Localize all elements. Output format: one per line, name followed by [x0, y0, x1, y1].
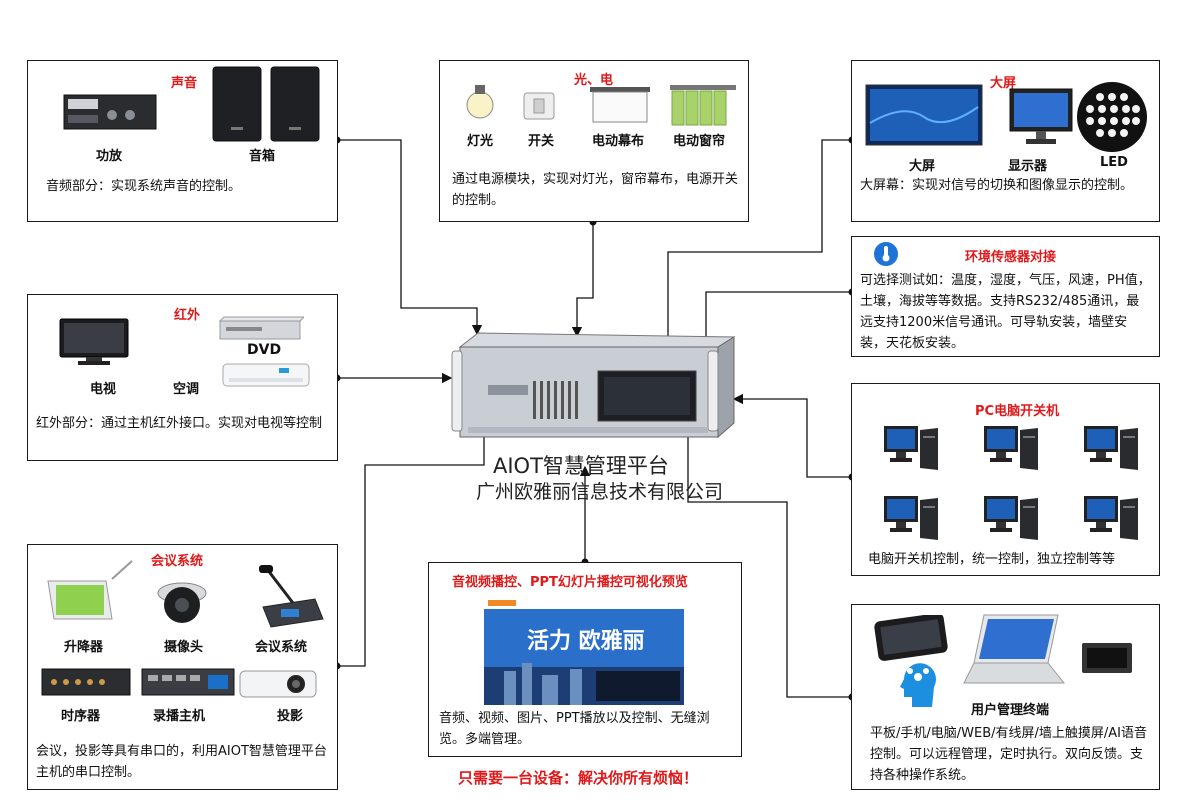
speaker-icon [212, 66, 320, 142]
camera-icon [157, 582, 207, 623]
panel-desc: 可选择测试如：温度，湿度，气压，风速，PH值，土壤，海拔等等数据。支持RS232… [860, 273, 1151, 351]
panel-ir: 红外 电视 DVD 空调 红外部分：通过主机红外接口。实现对电视等控制 [27, 294, 338, 461]
thermometer-icon [874, 242, 898, 266]
tv-icon [59, 318, 129, 365]
panel-pc: PC电脑开关机 电脑开关机控制，统一控制，独立控制等等 [851, 383, 1160, 576]
label-switch: 开关 [528, 134, 555, 149]
label-sequencer: 时序器 [61, 709, 101, 724]
link-sensor [700, 291, 852, 355]
server-chassis-icon [451, 332, 736, 439]
panel-desc: 音频部分：实现系统声音的控制。 [46, 179, 242, 194]
label-recorder: 录播主机 [153, 709, 206, 724]
projection-screen-icon [590, 87, 650, 123]
recorder-icon [141, 668, 235, 696]
pc-computer-icon [884, 496, 938, 540]
monitor-icon [1009, 88, 1073, 144]
link-pc [732, 393, 852, 478]
touch-panel-icon [1082, 643, 1132, 673]
panel-title: 光、电 [574, 73, 614, 88]
link-screen [662, 139, 852, 347]
label-amplifier: 功放 [96, 149, 123, 164]
tablet-icon [874, 615, 948, 661]
label-led: LED [1100, 155, 1128, 170]
panel-sound: 声音 功放 音箱 音频部分：实现系统声音的控制。 [27, 60, 338, 222]
link-light [571, 222, 594, 338]
pc-computer-icon [984, 496, 1038, 540]
big-screen-icon [865, 84, 983, 146]
label-camera: 摄像头 [164, 640, 204, 655]
label-tv: 电视 [90, 382, 117, 397]
panel-meeting: 会议系统 升降器 摄像头 会议系统 时序器 录播主机 投影 会议，投影等具有串口… [27, 544, 338, 790]
panel-desc: 大屏幕：实现对信号的切换和图像显示的控制。 [860, 178, 1134, 193]
label-curtain: 电动窗帘 [673, 134, 726, 149]
panel-desc: 平板/手机/电脑/WEB/有线屏/墙上触摸屏/AI语音控制。可以远程管理，定时执… [870, 726, 1147, 783]
conference-mic-icon [259, 565, 324, 628]
panel-desc: 红外部分：通过主机红外接口。实现对电视等控制 [36, 416, 323, 431]
light-bulb-icon [466, 85, 494, 119]
label-conference-system: 会议系统 [255, 640, 308, 655]
pc-computer-icon [984, 426, 1038, 470]
pc-computer-icon [884, 426, 938, 470]
label-monitor: 显示器 [1008, 159, 1048, 174]
switch-icon [523, 92, 555, 120]
panel-desc: 会议，投影等具有串口的，利用AIOT智慧管理平台主机的串口控制。 [36, 744, 327, 780]
led-icon [1077, 82, 1147, 152]
link-sound [337, 139, 483, 336]
lifter-icon [47, 560, 133, 620]
company-name: 广州欧雅丽信息技术有限公司 [476, 481, 724, 503]
link-terminal [682, 423, 852, 698]
pc-computer-icon [1084, 496, 1138, 540]
panel-media: 音视频播控、PPT幻灯片播控可视化预览 活力 欧雅丽 音频、视频、图片、PPT播… [428, 562, 742, 757]
panel-title: 环境传感器对接 [965, 250, 1057, 265]
panel-title: PC电脑开关机 [975, 404, 1060, 419]
label-big-screen: 大屏 [909, 159, 936, 174]
panel-desc: 通过电源模块，实现对灯光，窗帘幕布，电源开关的控制。 [452, 172, 739, 208]
panel-desc: 电脑开关机控制，统一控制，独立控制等等 [868, 552, 1116, 567]
projector-icon [239, 670, 317, 698]
label-light: 灯光 [467, 134, 494, 149]
panel-title: 大屏 [990, 76, 1017, 91]
label-lifter: 升降器 [64, 640, 104, 655]
panel-title: 会议系统 [151, 554, 204, 569]
curtain-icon [670, 85, 736, 126]
panel-title: 红外 [174, 308, 201, 323]
label-air-conditioner: 空调 [173, 382, 200, 397]
preview-screenshot-icon [484, 597, 684, 705]
panel-screen: 大屏 大屏 显示器 LED 大屏幕：实现对信号的切换和图像显示的控制。 [851, 60, 1160, 222]
label-speaker: 音箱 [249, 149, 276, 164]
panel-title: 声音 [171, 76, 198, 91]
pc-computer-icon [1084, 426, 1138, 470]
platform-title: AIOT智慧管理平台 [493, 454, 669, 478]
label-projection-screen: 电动幕布 [592, 134, 645, 149]
panel-title: 用户管理终端 [971, 703, 1050, 718]
link-meeting [337, 422, 490, 667]
preview-brand-text: 活力 欧雅丽 [527, 628, 645, 654]
amplifier-icon [63, 94, 157, 130]
panel-desc: 音频、视频、图片、PPT播放以及控制、无缝浏览。多端管理。 [439, 711, 710, 747]
label-projector: 投影 [277, 709, 304, 724]
ai-head-icon [900, 663, 936, 707]
panel-light: 光、电 灯光 开关 电动幕布 电动窗帘 通过电源模块，实现对灯光，窗帘幕布，电源… [439, 60, 749, 222]
air-conditioner-icon [222, 363, 310, 387]
dvd-player-icon [218, 316, 304, 340]
label-dvd: DVD [247, 342, 282, 358]
panel-title: 音视频播控、PPT幻灯片播控可视化预览 [452, 575, 688, 590]
footer-slogan: 只需要一台设备：解决你所有烦恼！ [458, 769, 699, 787]
panel-sensor: 环境传感器对接 可选择测试如：温度，湿度，气压，风速，PH值，土壤，海拔等等数据… [851, 236, 1160, 357]
laptop-icon [963, 614, 1066, 684]
sequencer-icon [41, 668, 131, 696]
panel-terminal: 用户管理终端 平板/手机/电脑/WEB/有线屏/墙上触摸屏/AI语音控制。可以远… [851, 604, 1160, 790]
